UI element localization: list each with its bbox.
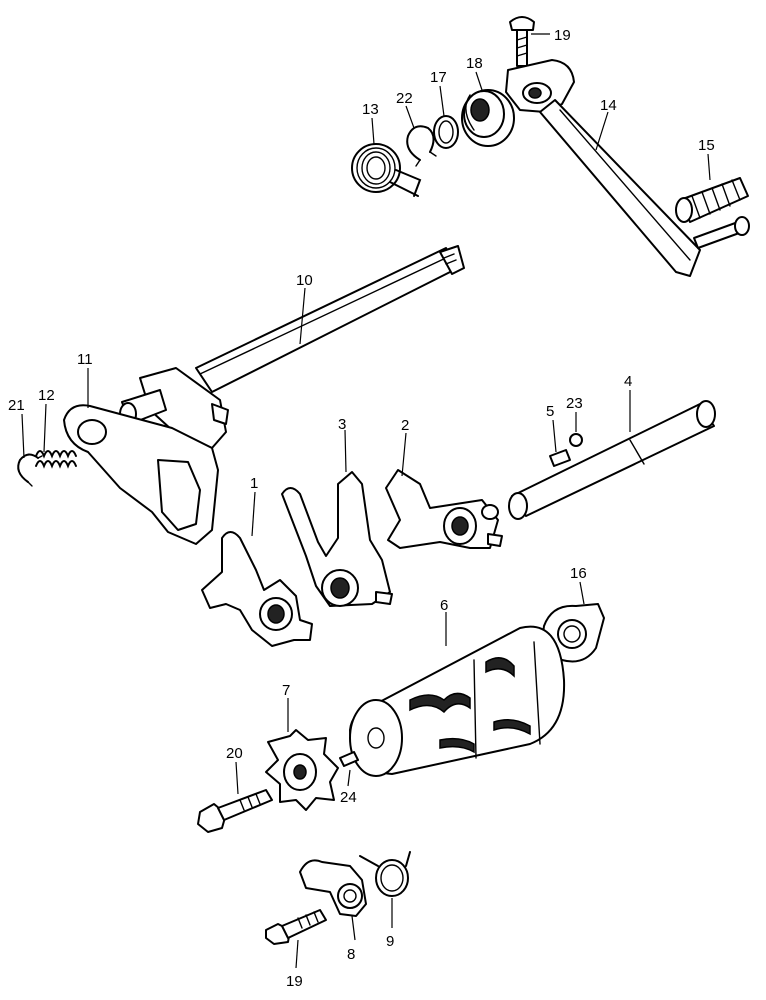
callout-12: 12 (38, 387, 55, 404)
callout-19-bottom: 19 (286, 973, 303, 990)
callout-13: 13 (362, 101, 379, 118)
circlip-21 (17, 453, 43, 487)
return-spring-13 (351, 143, 422, 197)
callout-labels: 1 2 3 4 5 6 7 8 9 10 11 12 13 14 15 16 1… (8, 27, 715, 990)
callout-4: 4 (624, 373, 632, 390)
callout-19-top: 19 (554, 27, 571, 44)
callout-8: 8 (347, 946, 355, 963)
bolt-19-bottom (265, 909, 327, 945)
shift-drum-6 (349, 625, 566, 777)
shift-arm-11 (63, 404, 219, 545)
callout-22: 22 (396, 90, 413, 107)
ball-23 (569, 433, 583, 447)
callout-15: 15 (698, 137, 715, 154)
callout-18: 18 (466, 55, 483, 72)
callout-6: 6 (440, 597, 448, 614)
pin-5 (549, 449, 571, 467)
callout-23: 23 (566, 395, 583, 412)
circlip-22 (406, 125, 437, 167)
callout-9: 9 (386, 933, 394, 950)
shift-pedal-14 (505, 59, 701, 277)
callout-7: 7 (282, 682, 290, 699)
washer-17 (433, 115, 459, 149)
callout-3: 3 (338, 416, 346, 433)
callout-5: 5 (546, 403, 554, 420)
callout-1: 1 (250, 475, 258, 492)
drum-cam-7 (265, 729, 339, 811)
callout-17: 17 (430, 69, 447, 86)
bolt-20 (197, 789, 273, 833)
shift-fork-3 (281, 471, 393, 607)
callout-11: 11 (77, 351, 93, 368)
fork-shaft-4 (508, 400, 716, 520)
dowel-pin-24 (339, 751, 359, 767)
spring-12 (35, 450, 77, 469)
callout-24: 24 (340, 789, 357, 806)
leader-lines (21, 33, 711, 969)
callout-20: 20 (226, 745, 243, 762)
shift-spindle-10 (119, 245, 465, 449)
oil-seal-18 (461, 89, 515, 147)
stopper-spring-9 (359, 851, 411, 897)
shift-fork-2 (385, 469, 503, 549)
callout-2: 2 (401, 417, 409, 434)
shift-fork-1 (201, 531, 313, 647)
footpeg-15 (675, 177, 750, 249)
callout-16: 16 (570, 565, 587, 582)
callout-10: 10 (296, 272, 313, 289)
callout-21: 21 (8, 397, 25, 414)
stopper-arm-8 (299, 859, 367, 917)
bolt-19-top (509, 16, 535, 67)
callout-14: 14 (600, 97, 617, 114)
